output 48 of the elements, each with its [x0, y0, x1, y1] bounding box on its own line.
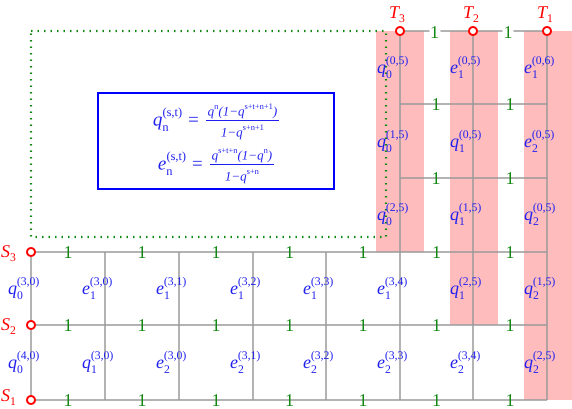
weight-label: 1 — [138, 316, 146, 334]
weight-label: 1 — [64, 316, 72, 334]
weight-label: 1 — [506, 95, 514, 113]
formula-box — [97, 92, 335, 190]
formula-lhs: q$_{n}$$^{(s,t)}$ = — [152, 106, 200, 134]
weight-label: 1 — [285, 391, 294, 409]
terminal-point — [26, 320, 36, 330]
weight-label: 1 — [138, 243, 146, 261]
weight-label: 1 — [432, 95, 440, 113]
weight-label: 1 — [506, 391, 514, 409]
terminal-point — [395, 26, 405, 36]
weight-label: 1 — [432, 316, 441, 334]
weight-label: 1 — [506, 169, 514, 187]
edge-weight: 1 — [429, 23, 440, 41]
lattice-edge — [405, 30, 468, 32]
point-label: S$_{1}$ — [1, 386, 16, 408]
weight-label: 1 — [285, 316, 294, 334]
point-label: T$_{1}$ — [537, 3, 553, 25]
weight-label: 1 — [432, 169, 440, 187]
fraction-denominator: 1−q$^{s+n}$ — [224, 164, 260, 182]
point-label: T$_{3}$ — [389, 3, 405, 25]
weight-label: 1 — [506, 316, 514, 334]
lattice-edge — [478, 30, 542, 32]
weight-label: 1 — [64, 243, 72, 261]
point-label: T$_{2}$ — [463, 3, 479, 25]
formula-lhs: e$_{n}$$^{(s,t)}$ = — [158, 150, 204, 178]
terminal-point — [26, 247, 36, 257]
weight-label: 1 — [212, 243, 220, 261]
fraction-numerator: q$^{s+t+n}$(1−q$^{n}$) — [210, 146, 274, 164]
weight-label: 1 — [506, 243, 514, 261]
point-label: S$_{2}$ — [1, 315, 16, 337]
edge-weight: 1 — [502, 23, 514, 41]
terminal-point — [468, 26, 478, 36]
terminal-point — [26, 395, 36, 405]
weight-label: 1 — [138, 391, 146, 409]
weight-label: 1 — [432, 391, 441, 409]
weight-label: 1 — [212, 391, 220, 409]
weight-label: 1 — [64, 391, 72, 409]
weight-label: 1 — [358, 316, 368, 334]
weight-label: 1 — [285, 243, 294, 261]
weight-label: 1 — [358, 391, 368, 409]
weight-label: 1 — [358, 243, 368, 261]
terminal-point — [542, 26, 552, 36]
weight-label: 1 — [432, 243, 441, 261]
fraction-numerator: q$^{n}$(1−q$^{s+t+n+1}$) — [206, 102, 280, 120]
weight-label: 1 — [212, 316, 220, 334]
point-label: S$_{3}$ — [1, 242, 16, 264]
fraction-denominator: 1−q$^{s+n+1}$ — [220, 120, 265, 138]
